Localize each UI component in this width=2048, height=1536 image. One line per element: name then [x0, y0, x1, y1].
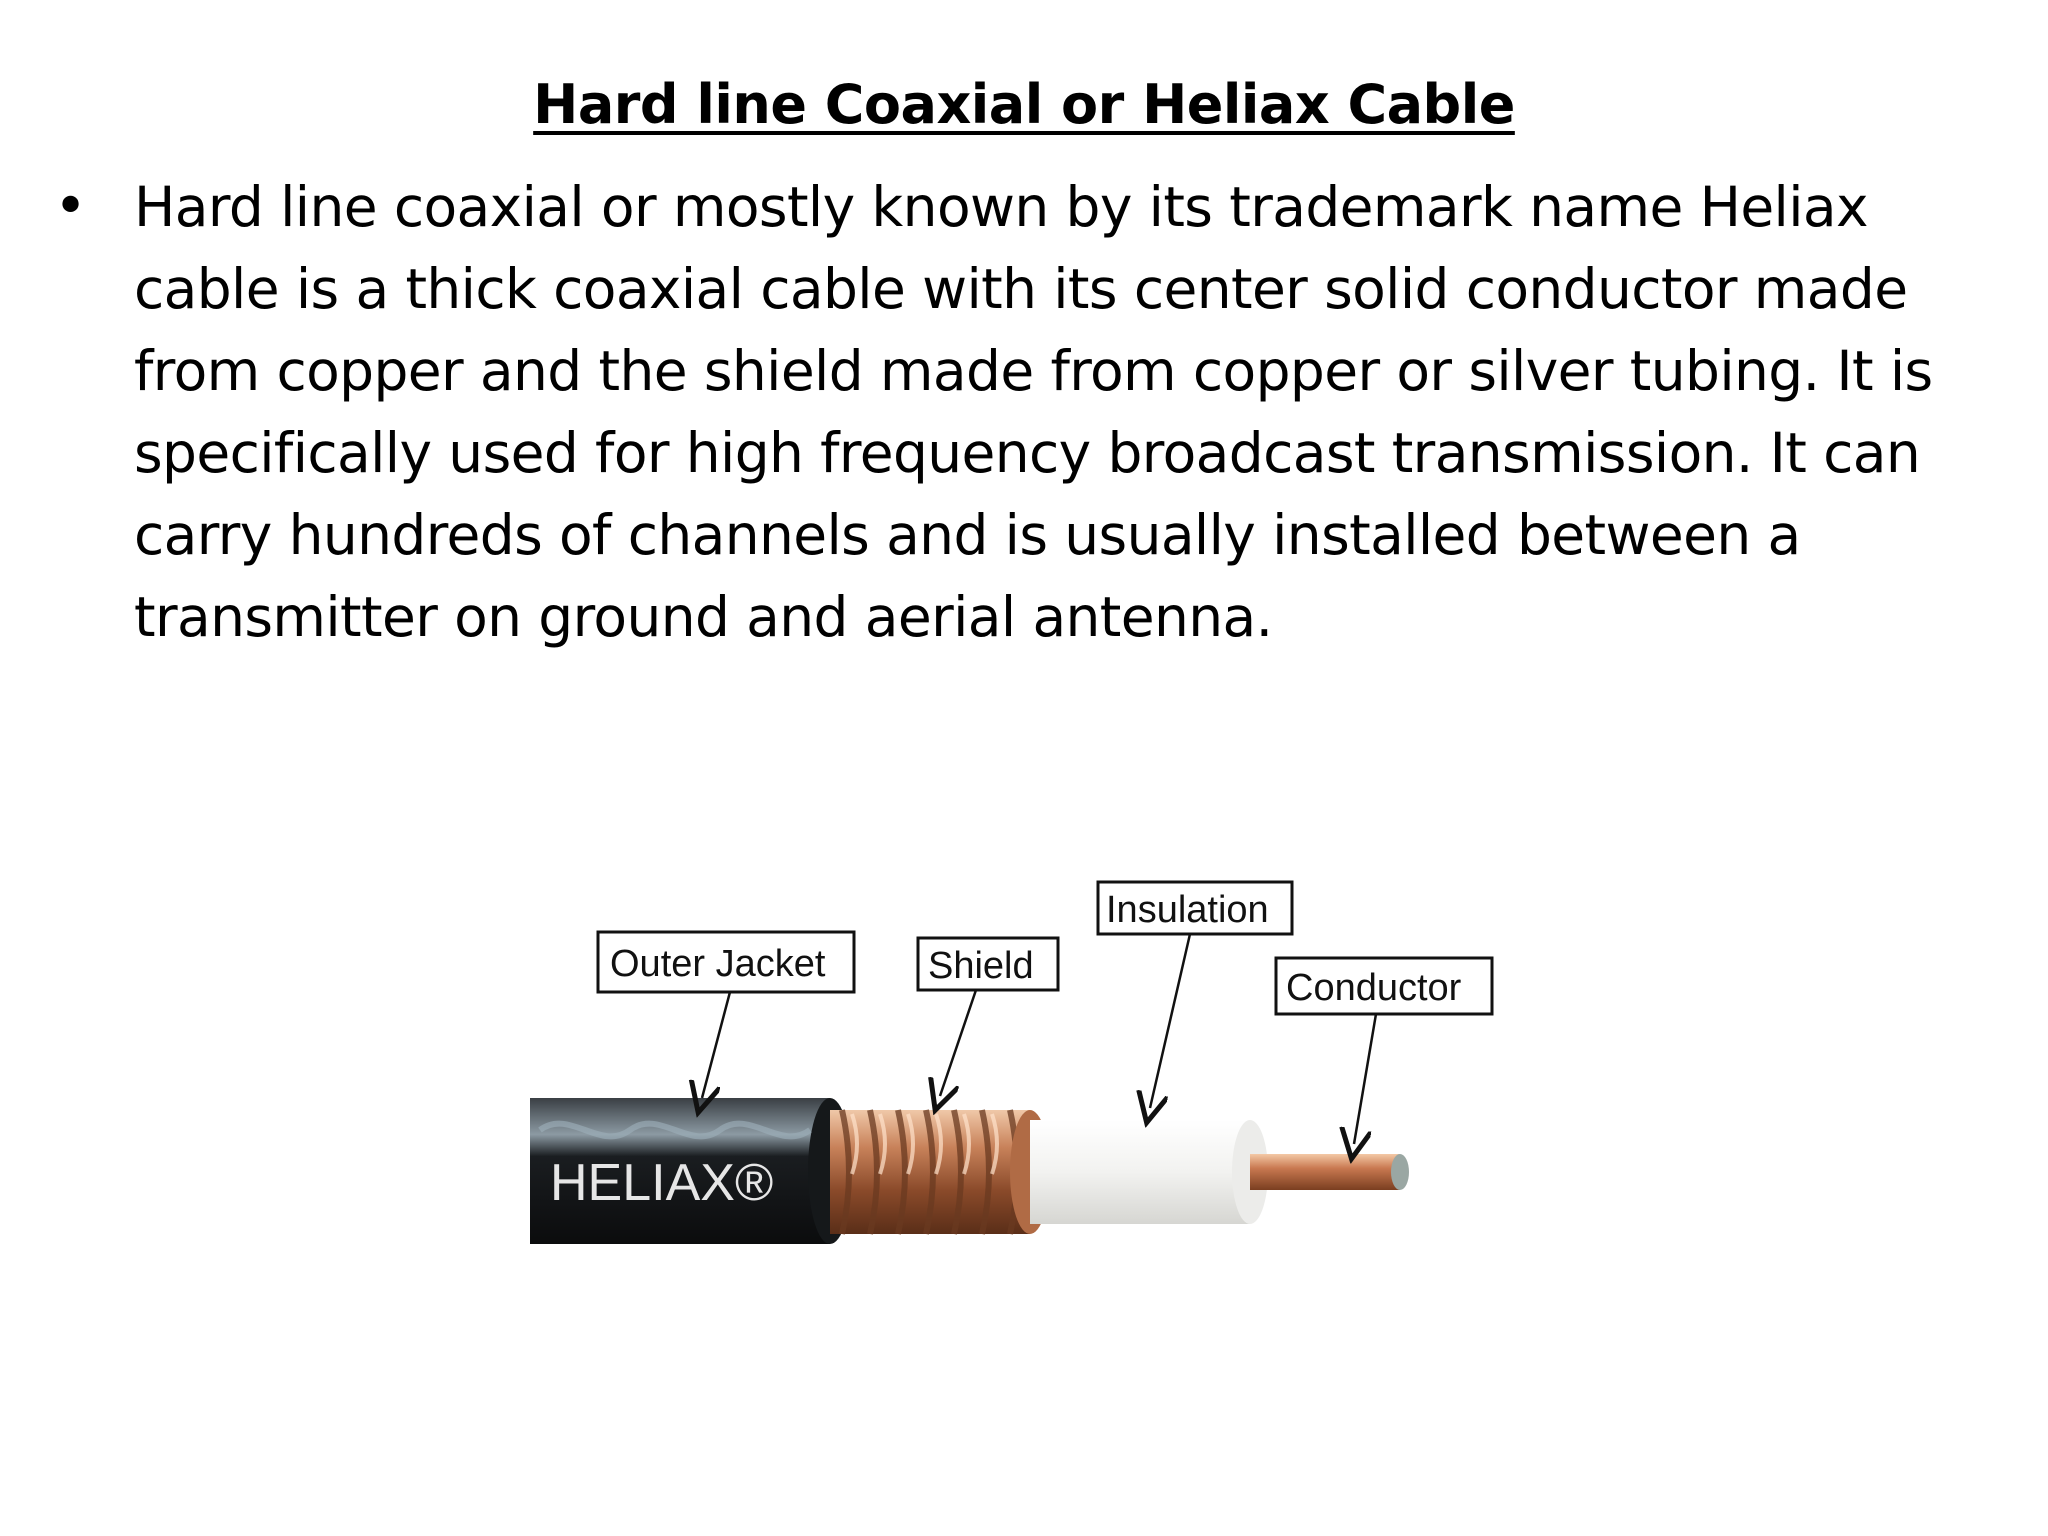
callout-shield: Shield	[916, 936, 1060, 1096]
label-insulation: Insulation	[1106, 889, 1269, 931]
heliax-cable-diagram: HELIAX® Outer Jacket	[530, 870, 1510, 1290]
bullet-text: Hard line coaxial or mostly known by its…	[134, 175, 1933, 649]
callout-outer-jacket: Outer Jacket	[596, 930, 856, 1098]
slide-title: Hard line Coaxial or Heliax Cable	[0, 68, 2048, 142]
callout-insulation: Insulation	[1096, 880, 1294, 1108]
slide-title-text: Hard line Coaxial or Heliax Cable	[533, 73, 1515, 136]
label-conductor: Conductor	[1286, 967, 1462, 1009]
bullet-paragraph: • Hard line coaxial or mostly known by i…	[54, 166, 2014, 658]
shield	[830, 1109, 1050, 1235]
bullet-marker: •	[54, 174, 88, 239]
label-shield: Shield	[928, 945, 1034, 987]
conductor	[1250, 1154, 1409, 1190]
heliax-brand-text: HELIAX®	[550, 1154, 773, 1212]
label-outer-jacket: Outer Jacket	[610, 943, 826, 985]
insulation	[1030, 1120, 1268, 1224]
callout-conductor: Conductor	[1274, 956, 1494, 1144]
